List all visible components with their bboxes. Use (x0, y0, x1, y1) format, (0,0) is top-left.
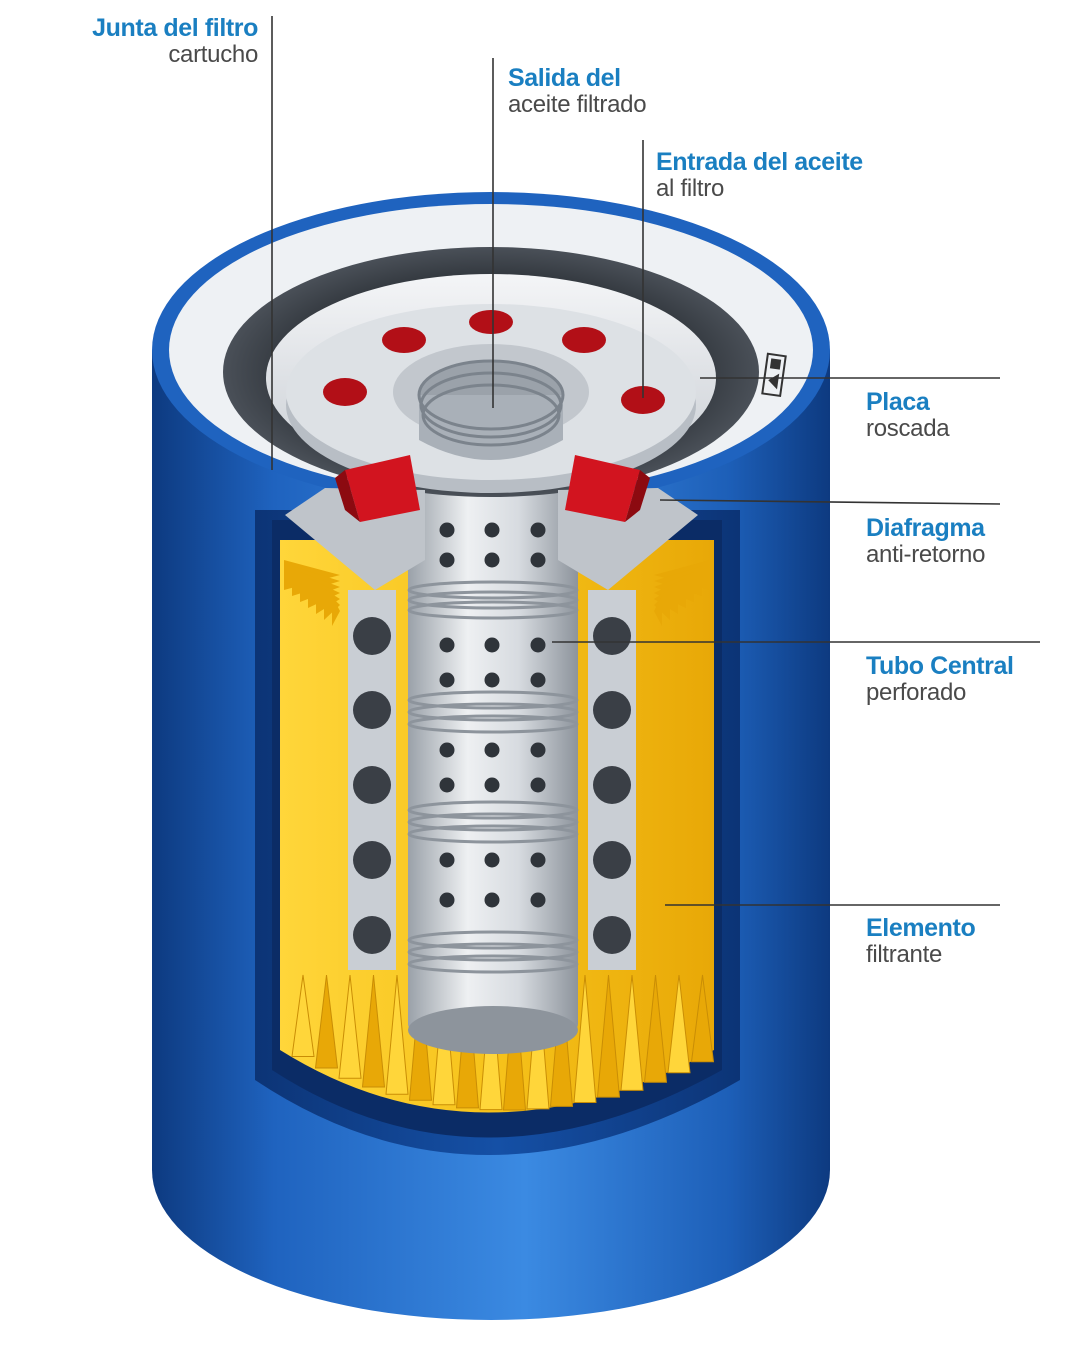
label-placa: Placa roscada (866, 388, 950, 443)
filter-pleat (385, 974, 409, 1095)
label-entrada-title: Entrada del aceite (656, 148, 863, 176)
leader-lines (271, 16, 1040, 906)
filter-pleat (643, 974, 668, 1083)
filter-pleat (690, 974, 715, 1063)
label-tubo-subtitle: perforado (866, 679, 967, 706)
tube-perforation (439, 742, 455, 758)
tube-rib (407, 824, 579, 844)
label-junta-title: Junta del filtro (92, 14, 258, 42)
filter-pleat (361, 974, 386, 1088)
label-elemento-subtitle: filtrante (866, 941, 943, 968)
filter-pleat (596, 974, 621, 1098)
leader-diafragma (659, 499, 1001, 505)
support-hole (593, 916, 631, 954)
filter-pleat (332, 596, 340, 626)
tube-rib (407, 600, 579, 620)
tube-perforation (530, 637, 546, 653)
support-hole (593, 617, 631, 655)
support-hole (353, 617, 391, 655)
tube-rib (407, 580, 579, 600)
label-junta-subtitle: cartucho (168, 41, 258, 68)
tube-perforation (530, 672, 546, 688)
anti-drain-valve (285, 455, 698, 590)
tube-perforation (530, 852, 546, 868)
tube-perforation (484, 522, 500, 538)
tube-perforation (439, 552, 455, 568)
tube-rib (407, 954, 579, 974)
filter-pleats (284, 560, 715, 1111)
label-diafragma-subtitle: anti-retorno (866, 541, 986, 568)
tube-ribs (407, 470, 579, 974)
tube-perforation (439, 637, 455, 653)
filter-pleat (338, 974, 362, 1079)
tube-perforation (439, 672, 455, 688)
tube-rib (407, 942, 579, 962)
label-diafragma-title: Diafragma (866, 514, 985, 542)
support-hole (593, 766, 631, 804)
central-tube (407, 470, 579, 1054)
label-placa-title: Placa (866, 388, 930, 416)
top-assembly (223, 247, 759, 497)
tube-rib (407, 812, 579, 832)
label-junta: Junta del filtro cartucho (92, 14, 258, 69)
tube-perforation (484, 637, 500, 653)
tube-rib (407, 590, 579, 610)
tube-perforation (530, 552, 546, 568)
tube-perforation (484, 742, 500, 758)
filter-pleat (573, 974, 597, 1103)
tube-perforation (530, 892, 546, 908)
filter-pleat (314, 974, 339, 1069)
support-hole (353, 916, 391, 954)
label-entrada: Entrada del aceite al filtro (656, 148, 863, 203)
tube-perforations (439, 522, 546, 908)
side-support-holes (353, 617, 631, 954)
tube-perforation (439, 852, 455, 868)
tube-perforation (530, 742, 546, 758)
label-elemento: Elemento filtrante (866, 914, 976, 969)
tube-rib (407, 690, 579, 710)
label-elemento-title: Elemento (866, 914, 976, 942)
label-placa-subtitle: roscada (866, 415, 950, 442)
support-hole (593, 841, 631, 879)
support-hole (353, 841, 391, 879)
tube-perforation (484, 777, 500, 793)
support-hole (353, 766, 391, 804)
tube-perforation (439, 777, 455, 793)
label-tubo: Tubo Central perforado (866, 652, 1014, 707)
support-hole (353, 691, 391, 729)
tube-perforation (484, 672, 500, 688)
label-entrada-subtitle: al filtro (656, 175, 724, 202)
filter-pleat (654, 596, 662, 626)
filter-pleat (620, 974, 644, 1091)
tube-rib (407, 702, 579, 722)
tube-rib (407, 800, 579, 820)
tube-rib (407, 714, 579, 734)
tube-perforation (484, 852, 500, 868)
filter-pleat (667, 974, 691, 1074)
label-salida-subtitle: aceite filtrado (508, 91, 647, 118)
label-diafragma: Diafragma anti-retorno (866, 514, 985, 569)
tube-perforation (439, 892, 455, 908)
label-salida-title: Salida del (508, 64, 621, 92)
tube-perforation (439, 522, 455, 538)
tube-perforation (484, 892, 500, 908)
label-tubo-title: Tubo Central (866, 652, 1014, 680)
tube-perforation (530, 522, 546, 538)
tube-perforation (484, 552, 500, 568)
tube-perforation (530, 777, 546, 793)
label-salida: Salida del aceite filtrado (508, 64, 647, 119)
support-hole (593, 691, 631, 729)
tube-rib (407, 930, 579, 950)
filter-pleat (291, 974, 315, 1057)
